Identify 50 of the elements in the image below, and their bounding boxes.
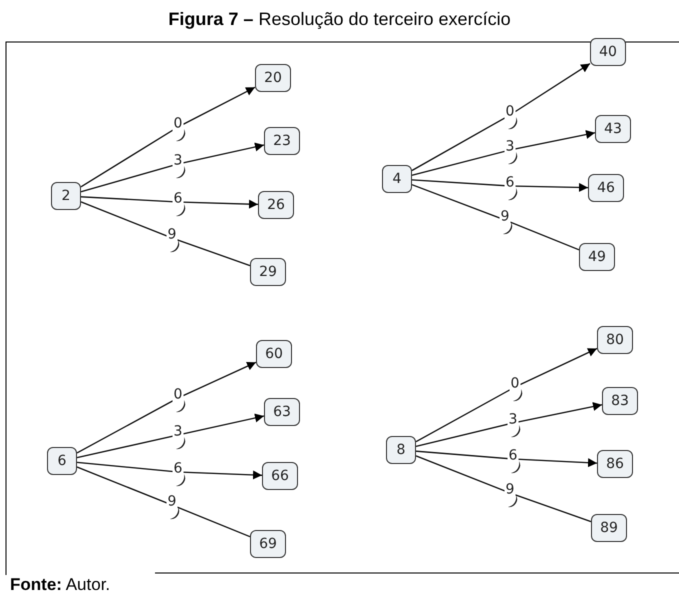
number-box: 43: [595, 115, 631, 143]
edge-label: 9: [500, 210, 510, 224]
edge-label: 3: [504, 140, 516, 154]
number-box: 6: [47, 447, 77, 475]
figure-title: Figura 7 – Resolução do terceiro exercício: [168, 9, 511, 29]
arrow: [76, 462, 262, 480]
edge-label: 3: [172, 424, 184, 440]
number-box: 83: [602, 387, 638, 415]
edge-label: 0: [172, 388, 184, 402]
edge-label: 3: [508, 412, 518, 428]
connector-line: [416, 455, 592, 522]
edge-label: 3: [172, 154, 184, 168]
arrow: [80, 86, 256, 188]
source-caption: Fonte: Autor.: [10, 575, 110, 595]
arrow: [412, 179, 588, 192]
edge-label: 0: [504, 104, 516, 120]
number-box: 2: [51, 182, 81, 210]
edge-label: 9: [504, 482, 516, 498]
arrow: [412, 130, 596, 176]
number-box: 60: [256, 340, 292, 368]
number-box: 40: [590, 38, 626, 66]
number-box: 49: [579, 243, 615, 271]
number-box: 20: [255, 64, 291, 92]
number-box: 63: [264, 398, 300, 426]
edge-label: 0: [172, 116, 184, 132]
number-box: 26: [258, 191, 294, 219]
connector-line: [76, 466, 250, 538]
edge-label: 0: [510, 376, 520, 392]
arrow: [416, 402, 602, 448]
number-box: 46: [588, 174, 624, 202]
connector-line: [412, 184, 580, 250]
number-box: 89: [591, 514, 627, 542]
edge-label: 9: [166, 228, 178, 242]
connector-line: [80, 201, 250, 266]
number-box: 66: [262, 462, 298, 490]
number-box: 29: [250, 258, 286, 286]
arrow: [80, 196, 258, 209]
number-box: 23: [264, 127, 300, 155]
arrow: [76, 362, 256, 454]
number-box: 69: [250, 530, 286, 558]
number-box: 80: [597, 326, 633, 354]
arrow: [412, 63, 590, 172]
arrow: [416, 450, 598, 468]
number-box: 4: [382, 165, 412, 193]
number-box: 86: [597, 450, 633, 478]
arrow: [76, 414, 264, 458]
arrow: [80, 142, 264, 192]
edge-label: 9: [166, 494, 178, 510]
arrow: [416, 348, 598, 442]
number-box: 8: [386, 436, 416, 464]
